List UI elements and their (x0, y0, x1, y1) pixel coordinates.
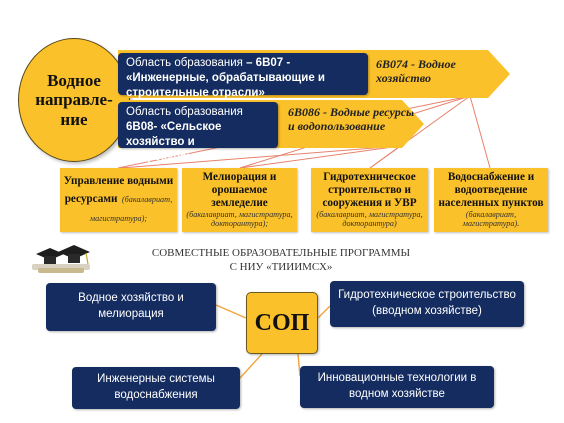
specialty-note: (бакалавриат, магистратура); (89, 195, 173, 223)
joint-programs-title: СОВМЕСТНЫЕ ОБРАЗОВАТЕЛЬНЫЕ ПРОГРАММЫ С Н… (136, 246, 426, 275)
area-prefix: Область образования (126, 106, 243, 118)
joint-program-box: Инженерные системы водоснабжения (72, 367, 240, 409)
specialty-box: Мелиорация и орошаемое земледелие (бакал… (182, 168, 297, 232)
area-prefix: Область образования (126, 57, 247, 69)
specialty-box: Водоснабжение и водоотведение населенных… (434, 168, 548, 232)
specialty-box: Управление водными ресурсами (бакалавриа… (60, 168, 177, 232)
joint-programs-title-line1: СОВМЕСТНЫЕ ОБРАЗОВАТЕЛЬНЫЕ ПРОГРАММЫ (151, 247, 411, 259)
sop-center-box: СОП (246, 292, 318, 354)
program-label-6b086: 6В086 - Водные ресурсы и водопользование (288, 105, 415, 133)
specialty-box: Гидротехническое строительство и сооруже… (311, 168, 428, 232)
connector-line (239, 145, 401, 169)
joint-program-box: Водное хозяйство и мелиорация (46, 283, 216, 331)
connector-line (317, 305, 331, 319)
joint-program-label: Инновационные технологии в водном хозяйс… (317, 372, 477, 400)
specialty-note: (бакалавриат, магистратура, докторантура… (316, 209, 423, 229)
sop-label: СОП (254, 309, 310, 336)
area-code: 6В08- «Сельское хозяйство и биоресурсы» (126, 120, 222, 163)
circle-label: Водное направле- ние (35, 70, 113, 129)
specialty-title: Водоснабжение и водоотведение населенных… (438, 171, 544, 209)
water-direction-circle: Водное направле- ние (18, 38, 130, 162)
graduation-caps-icon (32, 245, 90, 273)
area-box-6b08: Область образования 6В08- «Сельское хозя… (118, 102, 278, 163)
connector-line (469, 95, 491, 169)
connector-line (239, 353, 263, 379)
specialty-title: Гидротехническое строительство и сооруже… (322, 171, 417, 209)
joint-program-label: Водное хозяйство и мелиорация (78, 292, 184, 320)
specialty-note: (бакалавриат, магистратура, докторантура… (186, 209, 293, 229)
connector-line (215, 304, 247, 319)
joint-program-label: Гидротехническое строительство (вводном … (338, 289, 516, 317)
joint-program-label: Инженерные системы водоснабжения (97, 373, 215, 401)
specialty-title: Управление водными ресурсами (63, 175, 174, 206)
connector-line (369, 145, 401, 169)
joint-programs-title-line2: С НИУ «ТИИИМСХ» (229, 261, 333, 274)
joint-program-box: Гидротехническое строительство (вводном … (330, 281, 524, 327)
program-label-6b074: 6В074 - Водное хозяйство (376, 57, 456, 85)
specialty-note: (бакалавриат, магистратура). (462, 209, 520, 229)
joint-program-box: Инновационные технологии в водном хозяйс… (300, 366, 494, 408)
area-box-6b07: Область образования – 6В07 - «Инженерные… (118, 53, 368, 99)
specialty-title: Мелиорация и орошаемое земледелие (202, 171, 277, 209)
area-code: – 6В07 - «Инженерные, обрабатывающие и с… (126, 57, 325, 99)
